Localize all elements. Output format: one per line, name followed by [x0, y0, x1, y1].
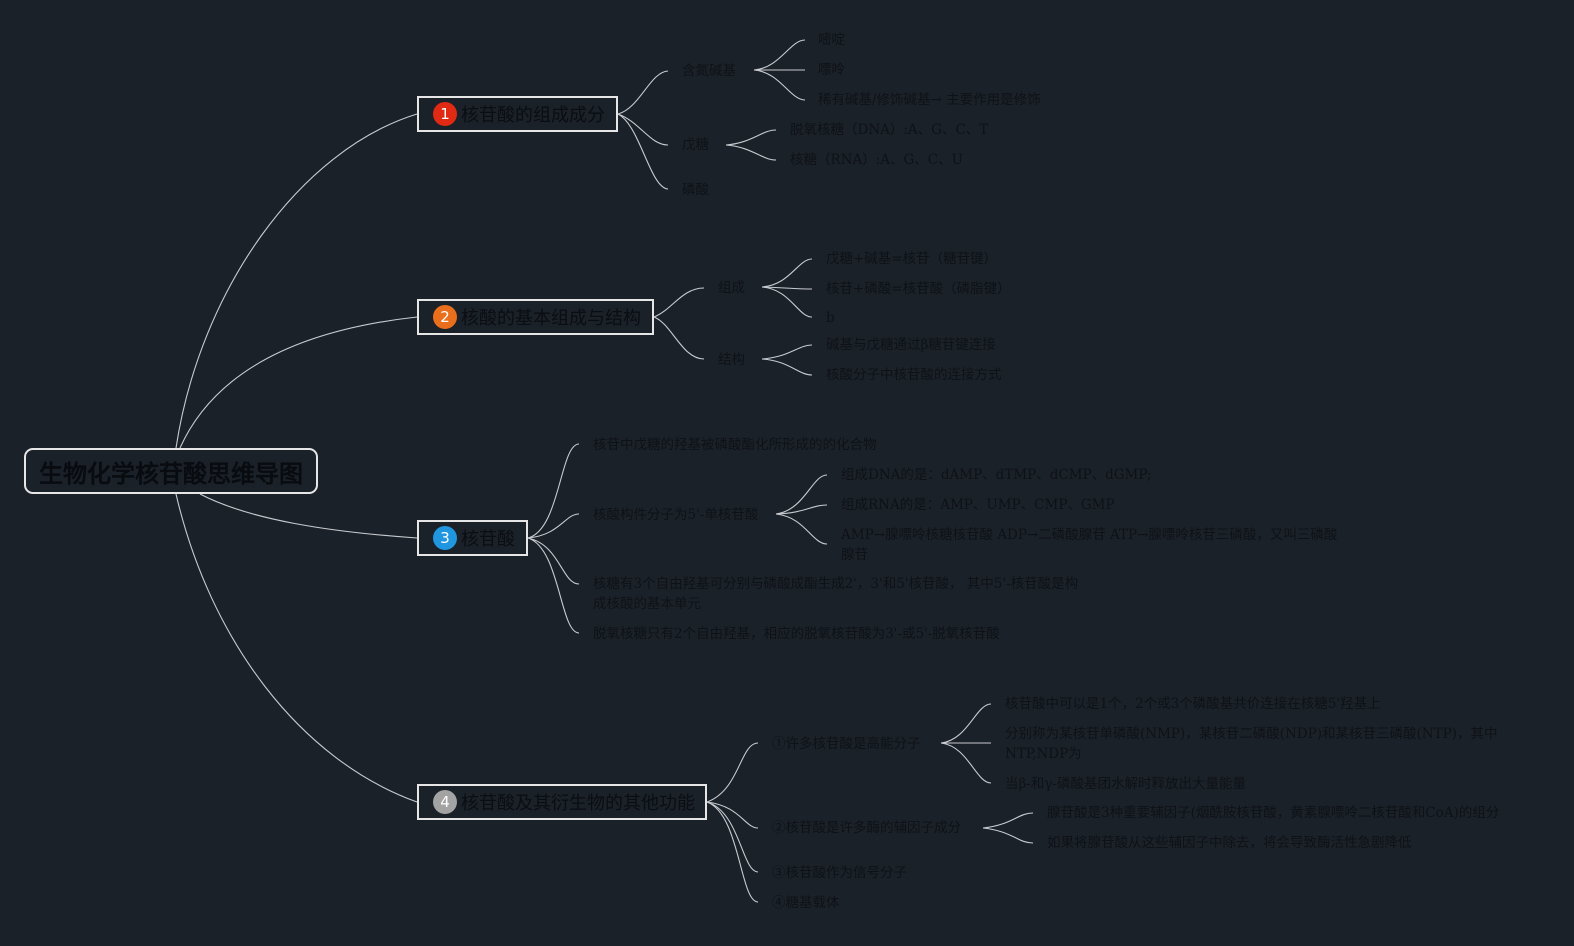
subtopic-structure[interactable]: 结构 — [718, 352, 745, 368]
leaf-b[interactable]: b — [826, 310, 835, 326]
branch-1-label: 核苷酸的组成成分 — [461, 105, 605, 126]
leaf-adenylate-cofactors[interactable]: 腺苷酸是3种重要辅因子(烟酰胺核苷酸，黄素腺嘌呤二核苷酸和CoA)的组分 — [1047, 805, 1500, 821]
leaf-nmp-ndp-ntp[interactable]: 分别称为某核苷单磷酸(NMP)，某核苷二磷酸(NDP)和某核苷三磷酸(NTP)，… — [1005, 726, 1498, 762]
subtopic-definition[interactable]: 核苷中戊糖的羟基被磷酸酯化所形成的的化合物 — [593, 437, 877, 453]
leaf-energy-release[interactable]: 当β-和γ-磷酸基团水解时释放出大量能量 — [1005, 776, 1246, 792]
leaf-ribose[interactable]: 核糖（RNA）:A、G、C、U — [790, 152, 964, 168]
leaf-nucleotide[interactable]: 核苷+磷酸=核苷酸（磷脂键） — [826, 281, 1011, 297]
number-badge-1: 1 — [433, 102, 457, 126]
subtopic-signal-molecule[interactable]: ③核苷酸作为信号分子 — [772, 865, 907, 881]
leaf-linkage[interactable]: 核酸分子中核苷酸的连接方式 — [826, 367, 1002, 383]
leaf-rna-nucleotides[interactable]: 组成RNA的是：AMP、UMP、CMP、GMP — [841, 497, 1115, 513]
subtopic-building-block[interactable]: 核酸构件分子为5'-单核苷酸 — [593, 507, 759, 523]
branch-3-label: 核苷酸 — [461, 529, 515, 550]
leaf-dna-nucleotides[interactable]: 组成DNA的是：dAMP、dTMP、dCMP、dGMP; — [841, 467, 1152, 483]
subtopic-composition[interactable]: 组成 — [718, 280, 745, 296]
subtopic-pentose[interactable]: 戊糖 — [682, 137, 709, 153]
root-topic[interactable]: 生物化学核苷酸思维导图 — [24, 448, 318, 494]
subtopic-phosphate[interactable]: 磷酸 — [682, 182, 709, 198]
branch-4-label: 核苷酸及其衍生物的其他功能 — [461, 793, 695, 814]
number-badge-2: 2 — [433, 305, 457, 329]
leaf-enzyme-activity[interactable]: 如果将腺苷酸从这些辅因子中除去，将会导致酶活性急剧降低 — [1047, 835, 1412, 851]
leaf-pyrimidine[interactable]: 嘧啶 — [818, 32, 845, 48]
branch-2-topic[interactable]: 2 核酸的基本组成与结构 — [417, 299, 654, 335]
leaf-deoxyribose[interactable]: 脱氧核糖（DNA）:A、G、C、T — [790, 122, 989, 138]
number-badge-3: 3 — [433, 526, 457, 550]
number-badge-4: 4 — [433, 790, 457, 814]
leaf-nucleoside[interactable]: 戊糖+碱基=核苷（糖苷键） — [826, 251, 998, 267]
subtopic-high-energy[interactable]: ①许多核苷酸是高能分子 — [772, 736, 921, 752]
leaf-glycosidic-bond[interactable]: 碱基与戊糖通过β糖苷键连接 — [826, 337, 996, 353]
branch-1-topic[interactable]: 1 核苷酸的组成成分 — [417, 96, 618, 132]
leaf-phosphate-count[interactable]: 核苷酸中可以是1个，2个或3个磷酸基共价连接在核糖5'羟基上 — [1005, 696, 1381, 712]
subtopic-cofactor[interactable]: ②核苷酸是许多酶的辅因子成分 — [772, 820, 961, 836]
subtopic-nitrogen-base[interactable]: 含氮碱基 — [682, 63, 736, 79]
branch-3-topic[interactable]: 3 核苷酸 — [417, 520, 528, 556]
subtopic-sugar-carrier[interactable]: ④糖基载体 — [772, 895, 840, 911]
leaf-amp-adp-atp[interactable]: AMP→腺嘌呤核糖核苷酸 ADP→二磷酸腺苷 ATP→腺嘌呤核苷三磷酸，又叫三磷… — [841, 527, 1338, 563]
leaf-rare-base[interactable]: 稀有碱基/修饰碱基→ 主要作用是修饰 — [818, 92, 1041, 108]
subtopic-ribose-hydroxyls[interactable]: 核糖有3个自由羟基可分别与磷酸成酯生成2'，3'和5'核苷酸， 其中5'-核苷酸… — [593, 576, 1079, 612]
branch-2-label: 核酸的基本组成与结构 — [461, 308, 641, 329]
leaf-purine[interactable]: 嘌呤 — [818, 62, 845, 78]
branch-4-topic[interactable]: 4 核苷酸及其衍生物的其他功能 — [417, 784, 707, 820]
subtopic-deoxyribose-hydroxyls[interactable]: 脱氧核糖只有2个自由羟基，相应的脱氧核苷酸为3'-或5'-脱氧核苷酸 — [593, 626, 1000, 642]
